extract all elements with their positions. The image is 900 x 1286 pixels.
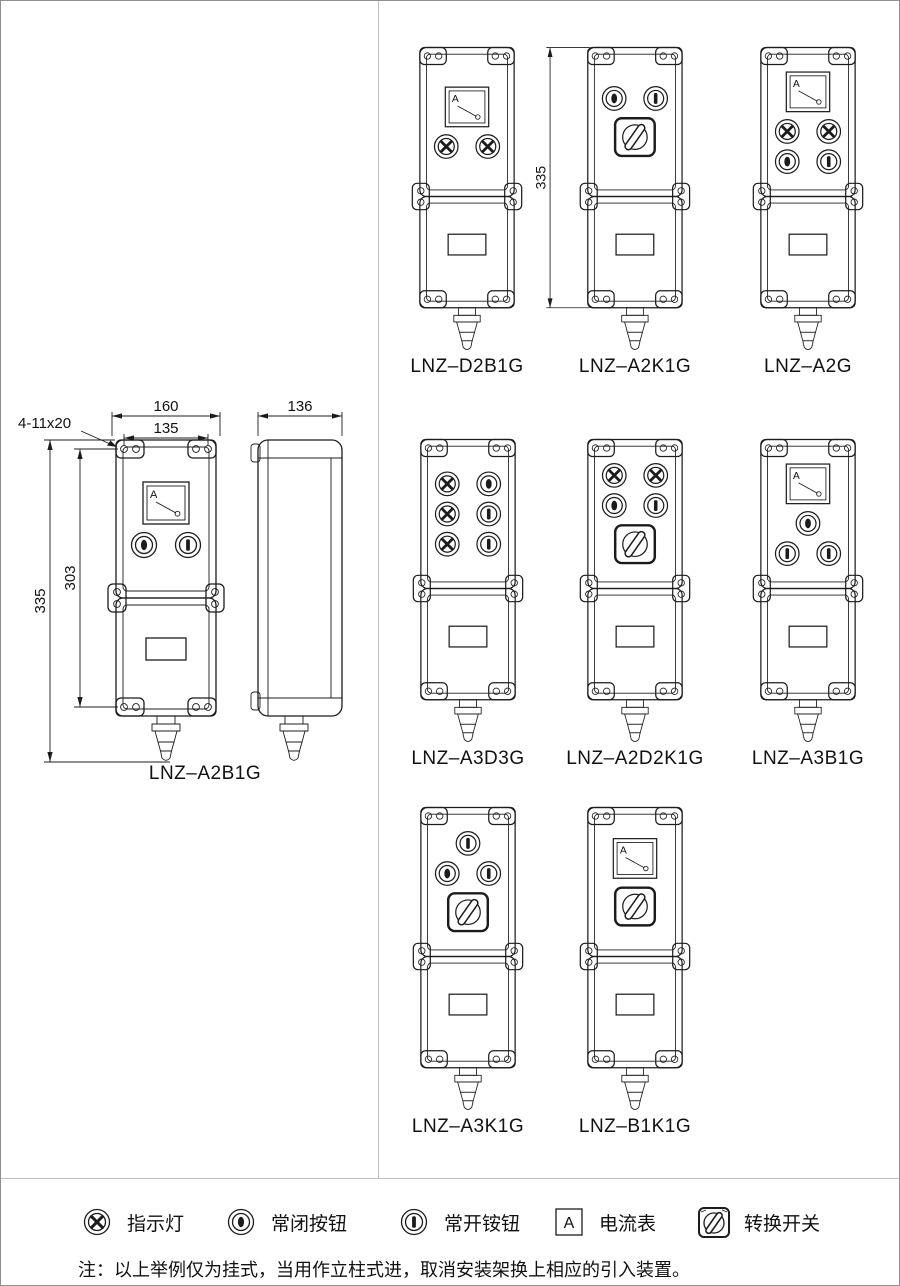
svg-text:A: A xyxy=(620,846,627,857)
svg-text:335: 335 xyxy=(32,588,49,613)
legend-item-label: 转换开关 xyxy=(744,1213,821,1235)
legend-item-ammeter: A 电流表 xyxy=(550,1202,656,1242)
no-button-icon xyxy=(400,1208,428,1236)
svg-text:135: 135 xyxy=(153,420,178,437)
divider-horizontal xyxy=(1,1178,899,1179)
svg-text:4-11x20: 4-11x20 xyxy=(18,415,71,432)
indicator-light-icon xyxy=(83,1208,111,1236)
svg-text:136: 136 xyxy=(287,398,312,415)
svg-text:303: 303 xyxy=(62,565,79,590)
device-label: LNZ–A2K1G xyxy=(578,356,692,377)
device-label: LNZ–A3B1G xyxy=(751,748,865,769)
legend-item-selector-switch: 转换开关 xyxy=(695,1202,820,1242)
divider-vertical xyxy=(378,1,379,1178)
legend-item-indicator-light: 指示灯 xyxy=(78,1202,184,1242)
svg-text:160: 160 xyxy=(153,398,178,415)
legend-item-label: 常闭按钮 xyxy=(271,1213,348,1235)
svg-text:A: A xyxy=(150,489,158,501)
svg-text:A: A xyxy=(452,94,459,105)
device-drawing-lnz-a2k1g: 335 xyxy=(532,46,691,350)
device-label: LNZ–A2D2K1G xyxy=(566,748,704,769)
device-label-main: LNZ–A2B1G xyxy=(148,763,262,784)
device-label: LNZ–D2B1G xyxy=(410,356,524,377)
legend-item-label: 常开铵钮 xyxy=(444,1213,521,1235)
device-drawing-lnz-d2b1g: A xyxy=(411,46,523,350)
main-assembly-drawing: A 160 135 4-11x20 335 303 136 xyxy=(18,398,343,763)
svg-text:A: A xyxy=(793,471,800,482)
svg-text:A: A xyxy=(564,1215,575,1232)
device-label: LNZ–B1K1G xyxy=(578,1116,692,1137)
legend-item-no-button: 常开铵钮 xyxy=(395,1202,520,1242)
ammeter-icon: A xyxy=(555,1208,583,1236)
device-drawing-lnz-a2g: A xyxy=(752,46,864,350)
selector-switch-icon xyxy=(698,1207,730,1238)
device-label: LNZ–A2G xyxy=(764,356,852,377)
note-text: 注：以上举例仅为挂式，当用作立柱式进，取消安装架换上相应的引入装置。 xyxy=(78,1260,690,1280)
device-label: LNZ–A3K1G xyxy=(411,1116,525,1137)
svg-text:335: 335 xyxy=(532,166,548,190)
nc-button-icon xyxy=(227,1208,255,1236)
device-drawing-lnz-a3b1g: A xyxy=(752,438,864,742)
legend-item-label: 指示灯 xyxy=(127,1213,185,1235)
device-drawing-lnz-b1k1g: A xyxy=(579,806,691,1110)
device-drawing-lnz-a2d2k1g xyxy=(579,438,691,742)
device-drawing-lnz-a3d3g xyxy=(412,438,524,742)
device-label: LNZ–A3D3G xyxy=(411,748,525,769)
legend-item-nc-button: 常闭按钮 xyxy=(222,1202,347,1242)
device-drawing-lnz-a3k1g xyxy=(412,806,524,1110)
svg-text:A: A xyxy=(793,79,800,90)
legend-item-label: 电流表 xyxy=(599,1213,657,1235)
